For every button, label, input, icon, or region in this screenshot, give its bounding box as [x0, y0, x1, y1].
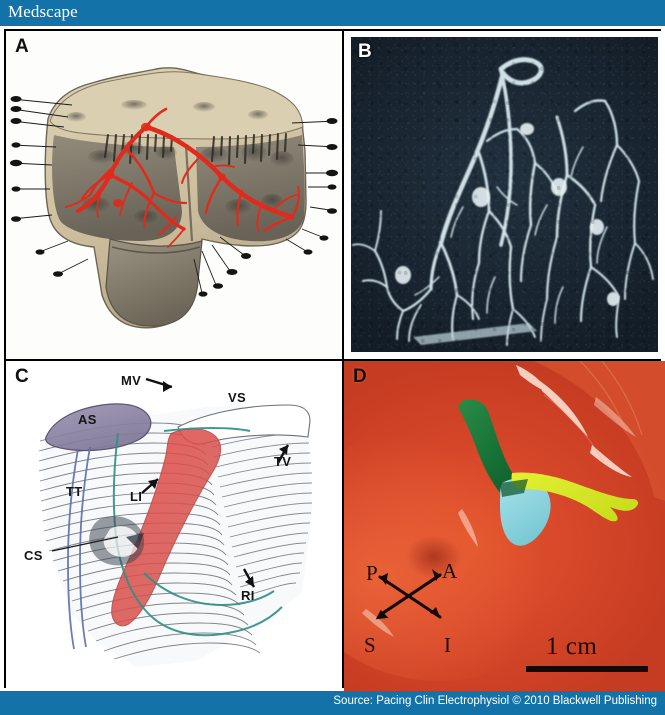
- scale-bar-label: 1 cm: [546, 633, 598, 660]
- orientation-label-superior: S: [364, 633, 376, 657]
- panel-a: A: [6, 31, 342, 359]
- figure-grid: A: [4, 29, 665, 692]
- panel-a-illustration: [10, 67, 338, 329]
- panel-d: P A S I 1 cm D: [344, 361, 665, 692]
- orientation-label-anterior: A: [442, 559, 458, 583]
- cs-leader-line: [51, 536, 119, 552]
- blue-terminal-crest: [67, 446, 91, 650]
- arterial-nodes: [105, 122, 226, 207]
- orientation-label-inferior: I: [444, 633, 451, 657]
- panel-d-photograph: P A S I 1 cm: [344, 361, 665, 692]
- overlay-junction-shadow: [500, 479, 528, 497]
- ventricular-segment: [105, 238, 203, 327]
- orientation-arrowheads: [375, 569, 440, 620]
- tissue-striations: [543, 361, 643, 464]
- medscape-logo[interactable]: Medscape: [8, 2, 78, 21]
- label-terminal-crest: TT: [66, 484, 83, 499]
- tissue-upper-fold: [534, 361, 665, 501]
- atrial-roof: [49, 71, 304, 140]
- specimen-stage: [413, 323, 537, 345]
- marker-pins: [10, 96, 338, 297]
- vessel-nodes: [395, 123, 619, 306]
- panel-c-label: C: [15, 366, 29, 387]
- tissue-dark-spot: [406, 535, 462, 579]
- label-right-isthmus: RI: [241, 588, 255, 603]
- interatrial-groove: [184, 144, 194, 242]
- atrial-septum-shape: [45, 403, 152, 452]
- ri-arrow: [242, 568, 256, 588]
- label-coronary-sinus: CS: [24, 548, 43, 563]
- red-internodal-tract: [111, 428, 222, 627]
- panel-b-label: B: [358, 41, 372, 62]
- source-attribution: Source: Pacing Clin Electrophysiol © 201…: [333, 695, 657, 707]
- li-arrow: [141, 478, 159, 494]
- panel-b: B: [344, 31, 665, 359]
- panel-c-diagram: [38, 377, 313, 667]
- label-ventricular-septum: VS: [228, 390, 246, 405]
- pectinate-bristles: [103, 132, 288, 167]
- orientation-arrows: [378, 573, 442, 619]
- mv-arrow: [145, 377, 173, 392]
- label-left-isthmus: LI: [130, 489, 143, 504]
- panel-b-radiograph: [351, 37, 658, 352]
- overlay-green-tract: [458, 399, 524, 497]
- overlay-yellow-tract: [511, 472, 639, 522]
- tissue-svg: [344, 361, 665, 681]
- panel-a-label: A: [15, 36, 29, 57]
- site-header: Medscape: [0, 0, 665, 26]
- av-groove: [111, 246, 201, 254]
- vascular-tree-svg: [352, 57, 654, 346]
- tv-arrow: [276, 444, 290, 464]
- vessel-branches: [352, 57, 654, 346]
- specular-highlights: [362, 365, 636, 637]
- label-atrial-septum: AS: [78, 412, 97, 427]
- teal-tract: [112, 427, 283, 637]
- label-tricuspid-valve: TV: [274, 454, 292, 469]
- site-footer: Source: Pacing Clin Electrophysiol © 201…: [0, 691, 665, 715]
- orientation-label-posterior: P: [366, 561, 378, 585]
- panel-c: C MV VS AS TV TT LI CS RI: [6, 361, 342, 692]
- nodal-shading: [89, 516, 145, 566]
- scale-bar: [526, 666, 648, 672]
- panel-d-label: D: [353, 366, 367, 387]
- label-mitral-valve: MV: [121, 373, 142, 388]
